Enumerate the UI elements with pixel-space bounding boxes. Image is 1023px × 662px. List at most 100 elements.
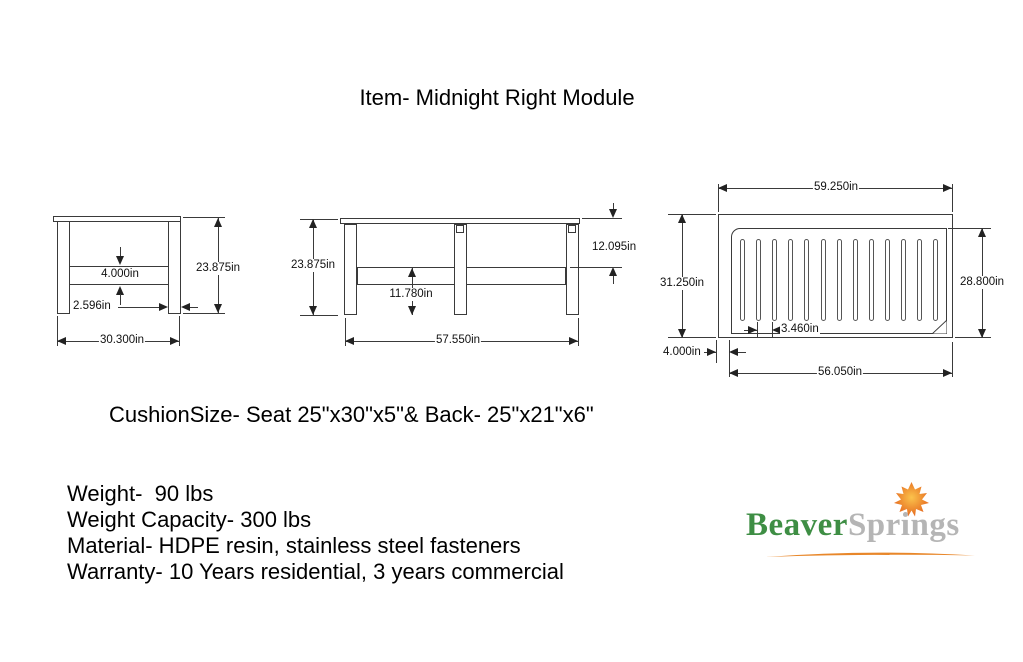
slat-slot (756, 239, 761, 321)
slat-slot (837, 239, 842, 321)
arrowhead (309, 219, 317, 228)
extension-line (955, 337, 991, 338)
dim-top-overall-width: 59.250in (812, 181, 860, 194)
dim-top-to-rail: 12.095in (591, 241, 638, 254)
spec-line-weight-capacity: Weight Capacity- 300 lbs (67, 507, 312, 532)
arrowhead (57, 337, 66, 345)
arrowhead (772, 326, 781, 334)
arrowhead (729, 369, 738, 377)
side-top-bar (53, 216, 181, 222)
slat-slot (933, 239, 938, 321)
dim-frame-width: 4.000in (662, 346, 702, 359)
arrowhead (116, 286, 124, 295)
slat-slot (740, 239, 745, 321)
extension-line (952, 184, 953, 212)
arrowhead (116, 256, 124, 265)
front-middle-leg (454, 224, 467, 315)
slat-slot (788, 239, 793, 321)
extension-line (578, 318, 579, 346)
arrowhead (214, 218, 222, 227)
extension-line (183, 313, 225, 314)
arrowhead (159, 303, 168, 311)
dim-side-overall-height: 23.875in (194, 262, 242, 275)
extension-line (952, 342, 953, 377)
arrowhead (707, 348, 716, 356)
extension-line (570, 267, 622, 268)
extension-line (668, 337, 716, 338)
dim-line (190, 307, 198, 308)
arrowhead (309, 306, 317, 315)
dim-seat-depth: 28.800in (958, 276, 1006, 289)
arrowhead (408, 268, 416, 277)
brand-word-springs: Springs (847, 507, 960, 543)
slat-slot (804, 239, 809, 321)
brand-logo-text: BeaverSprings (746, 509, 960, 542)
arrowhead (609, 267, 617, 276)
extension-line (582, 218, 622, 219)
specs-block: Weight- 90 lbs Weight Capacity- 300 lbs … (67, 481, 564, 585)
dim-leg-width: 2.596in (72, 300, 112, 313)
spec-line-warranty: Warranty- 10 Years residential, 3 years … (67, 559, 564, 584)
extension-line (183, 217, 225, 218)
arrowhead (170, 337, 179, 345)
front-right-leg (566, 224, 579, 315)
extension-line (300, 315, 338, 316)
front-middle-leg-notch (456, 225, 464, 233)
front-right-leg-notch (568, 225, 576, 233)
dim-front-overall-height: 23.875in (289, 259, 337, 272)
arrowhead (943, 369, 952, 377)
extension-line (729, 340, 730, 377)
extension-line (300, 219, 338, 220)
slat-slot (772, 239, 777, 321)
slat-slot (917, 239, 922, 321)
side-left-leg (57, 221, 70, 314)
maple-leaf-icon (894, 482, 929, 517)
dim-seat-width: 56.050in (816, 366, 864, 379)
arrowhead (181, 303, 190, 311)
arrowhead (978, 228, 986, 237)
arrowhead (678, 329, 686, 338)
dim-side-overall-width: 30.300in (98, 334, 146, 347)
dim-line (682, 214, 683, 338)
arrowhead (748, 326, 757, 334)
logo-underline-swoosh (766, 552, 975, 557)
slat-slot (901, 239, 906, 321)
arrowhead (718, 184, 727, 192)
extension-line (757, 322, 758, 338)
dim-line (120, 247, 121, 258)
dim-line (613, 276, 614, 284)
page-title: Item- Midnight Right Module (359, 85, 635, 110)
arrowhead (569, 337, 578, 345)
slat-slot (821, 239, 826, 321)
dim-line (738, 352, 746, 353)
dim-line (613, 203, 614, 210)
slat-slot (853, 239, 858, 321)
arrowhead (345, 337, 354, 345)
extension-line (948, 228, 991, 229)
corner-brace-icon (932, 320, 947, 334)
spec-line-weight: Weight- 90 lbs (67, 481, 214, 506)
extension-line (345, 318, 346, 346)
cushion-size-note: CushionSize- Seat 25"x30"x5"& Back- 25"x… (109, 402, 594, 427)
extension-line (668, 214, 716, 215)
side-right-leg (168, 221, 181, 314)
arrowhead (609, 209, 617, 218)
extension-line (179, 316, 180, 346)
brand-word-beaver: Beaver (746, 507, 848, 543)
dim-line (120, 294, 121, 305)
slat-slots (731, 228, 947, 334)
arrowhead (408, 306, 416, 315)
arrowhead (214, 304, 222, 313)
dim-rail-thickness: 4.000in (100, 268, 140, 281)
dim-front-overall-width: 57.550in (434, 334, 482, 347)
spec-line-material: Material- HDPE resin, stainless steel fa… (67, 533, 521, 558)
slat-slot (885, 239, 890, 321)
slat-slot (869, 239, 874, 321)
front-top-bar (340, 218, 580, 224)
extension-line (57, 316, 58, 346)
dim-overall-depth: 31.250in (658, 277, 706, 290)
arrowhead (729, 348, 738, 356)
dim-slat-spacing: 3.460in (780, 323, 820, 336)
dim-line (118, 307, 159, 308)
